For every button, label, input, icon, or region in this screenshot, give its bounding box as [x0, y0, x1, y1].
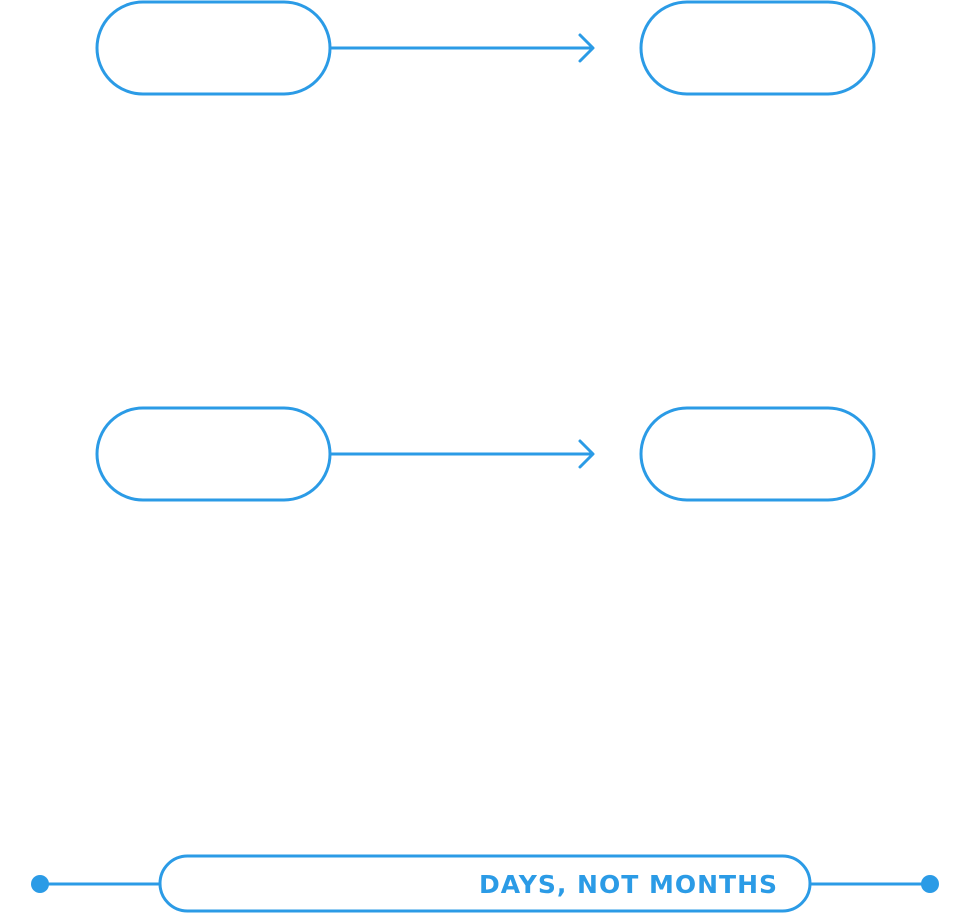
flow-1-target-node: [639, 0, 876, 96]
timeline: [38, 854, 932, 913]
flow-1-source-node: [95, 0, 332, 96]
timeline-end-dot: [921, 875, 939, 893]
flow-2-target-node: [639, 406, 876, 502]
flow-2-arrowhead-icon: [578, 439, 595, 469]
timeline-start-dot: [31, 875, 49, 893]
flow-row-2: [95, 406, 876, 502]
timeline-label: DAYS, NOT MONTHS: [479, 870, 778, 899]
flow-2-source-node: [95, 406, 332, 502]
flow-1-arrowhead-icon: [578, 33, 595, 63]
flow-row-1: [95, 0, 876, 96]
